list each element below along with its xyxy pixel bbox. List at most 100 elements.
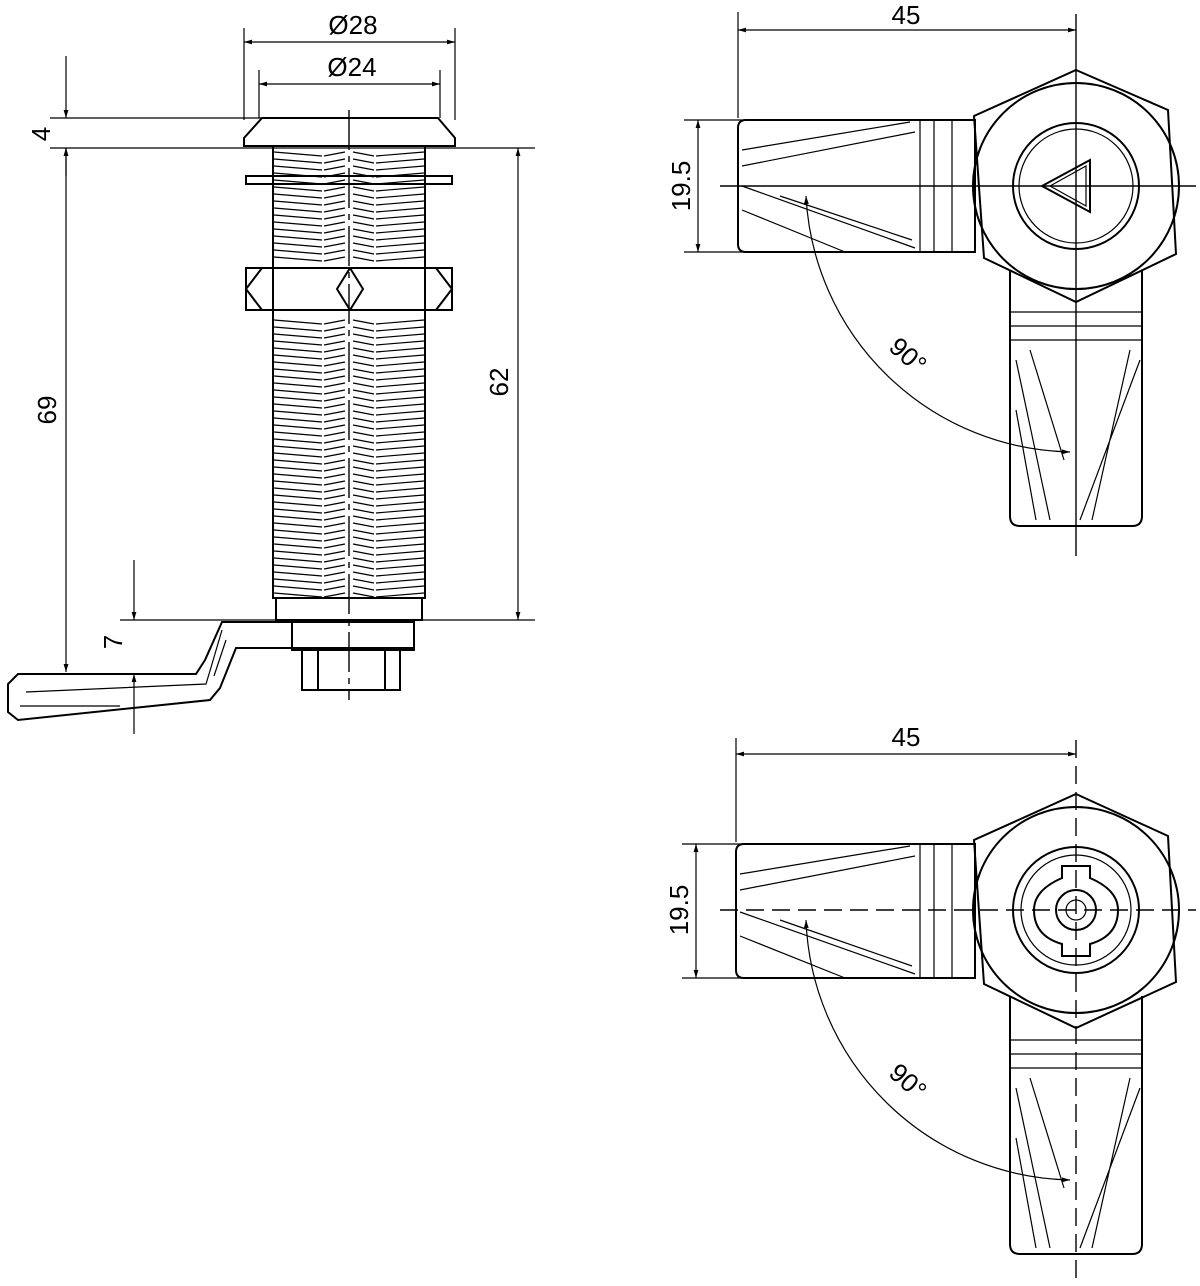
thread-line bbox=[273, 256, 323, 262]
thread-line bbox=[352, 179, 375, 185]
thread-line bbox=[323, 403, 346, 409]
thread-line bbox=[273, 151, 323, 157]
thread-line bbox=[375, 459, 425, 465]
thread-line bbox=[375, 522, 425, 528]
thread-line bbox=[375, 375, 425, 381]
thread-line bbox=[352, 494, 375, 500]
thread-line bbox=[273, 228, 323, 234]
thread-line bbox=[375, 571, 425, 577]
thread-line bbox=[273, 501, 323, 507]
thread-line bbox=[352, 578, 375, 584]
thread-line bbox=[375, 564, 425, 570]
thread-line bbox=[375, 389, 425, 395]
thread-line bbox=[352, 452, 375, 458]
thread-line bbox=[323, 354, 346, 360]
thread-line bbox=[273, 326, 323, 332]
thread-line bbox=[273, 592, 323, 598]
thread-line bbox=[323, 536, 346, 542]
dim-width: 45 bbox=[892, 0, 921, 30]
thread-line bbox=[323, 417, 346, 423]
thread-line bbox=[273, 473, 323, 479]
handle-stripes bbox=[739, 845, 916, 979]
thread-line bbox=[273, 550, 323, 556]
thread-line bbox=[375, 536, 425, 542]
bottom-view: 45 19.5 90° bbox=[664, 722, 1196, 1284]
thread-line bbox=[273, 347, 323, 353]
thread-line bbox=[273, 522, 323, 528]
thread-line bbox=[375, 543, 425, 549]
thread-line bbox=[273, 235, 323, 241]
thread-line bbox=[273, 403, 323, 409]
thread-line bbox=[273, 193, 323, 199]
thread-line bbox=[375, 438, 425, 444]
thread-line bbox=[323, 347, 346, 353]
thread-line bbox=[323, 480, 346, 486]
thread-line bbox=[375, 473, 425, 479]
thread-line bbox=[273, 242, 323, 248]
thread-line bbox=[375, 466, 425, 472]
dim-total-length: 69 bbox=[32, 396, 62, 425]
thread-line bbox=[323, 193, 346, 199]
thread-line bbox=[323, 452, 346, 458]
thread-line bbox=[375, 424, 425, 430]
thread-line bbox=[352, 333, 375, 339]
thread-line bbox=[323, 466, 346, 472]
thread-line bbox=[375, 186, 425, 192]
cam-arm bbox=[7, 621, 415, 722]
thread-line bbox=[352, 487, 375, 493]
thread-line bbox=[375, 592, 425, 598]
thread-line bbox=[323, 361, 346, 367]
thread-line bbox=[375, 354, 425, 360]
thread-line bbox=[273, 165, 323, 171]
thread-line bbox=[323, 445, 346, 451]
thread-line bbox=[352, 340, 375, 346]
thread-line bbox=[375, 235, 425, 241]
thread-line bbox=[273, 340, 323, 346]
thread-line bbox=[352, 382, 375, 388]
thread-line bbox=[273, 382, 323, 388]
thread-line bbox=[375, 410, 425, 416]
thread-line bbox=[273, 466, 323, 472]
thread-line bbox=[273, 396, 323, 402]
handle-horizontal bbox=[735, 843, 976, 979]
handle-vertical-stripes bbox=[1015, 1077, 1141, 1249]
thread-line bbox=[352, 319, 375, 325]
thread-line bbox=[375, 333, 425, 339]
dim-thread-length: 62 bbox=[484, 368, 514, 397]
side-view: Ø28 Ø24 4 69 62 7 bbox=[7, 10, 535, 734]
thread-line bbox=[375, 382, 425, 388]
thread-line bbox=[352, 564, 375, 570]
thread-line bbox=[323, 186, 346, 192]
thread-line bbox=[352, 417, 375, 423]
top-view: 45 19.5 90° bbox=[666, 0, 1196, 556]
thread-line bbox=[352, 151, 375, 157]
thread-line bbox=[352, 354, 375, 360]
thread-line bbox=[323, 326, 346, 332]
thread-line bbox=[352, 557, 375, 563]
thread-line bbox=[273, 543, 323, 549]
thread-line bbox=[352, 368, 375, 374]
thread-line bbox=[375, 172, 425, 178]
dim-outer-diameter: Ø28 bbox=[328, 10, 377, 40]
thread-line bbox=[352, 515, 375, 521]
thread-line bbox=[352, 550, 375, 556]
thread-line bbox=[273, 445, 323, 451]
angle-arc bbox=[804, 195, 1071, 455]
thread-line bbox=[375, 452, 425, 458]
thread-line bbox=[273, 375, 323, 381]
thread-line bbox=[352, 571, 375, 577]
thread-line bbox=[352, 172, 375, 178]
thread-line bbox=[323, 172, 346, 178]
thread-line bbox=[323, 473, 346, 479]
thread-line bbox=[375, 501, 425, 507]
thread-line bbox=[323, 333, 346, 339]
thread-line bbox=[352, 396, 375, 402]
handle-band bbox=[919, 844, 953, 978]
thread-line bbox=[352, 347, 375, 353]
thread-line bbox=[352, 424, 375, 430]
thread-line bbox=[273, 354, 323, 360]
thread-line bbox=[375, 151, 425, 157]
thread-line bbox=[273, 571, 323, 577]
thread-line bbox=[323, 179, 346, 185]
thread-line bbox=[273, 578, 323, 584]
